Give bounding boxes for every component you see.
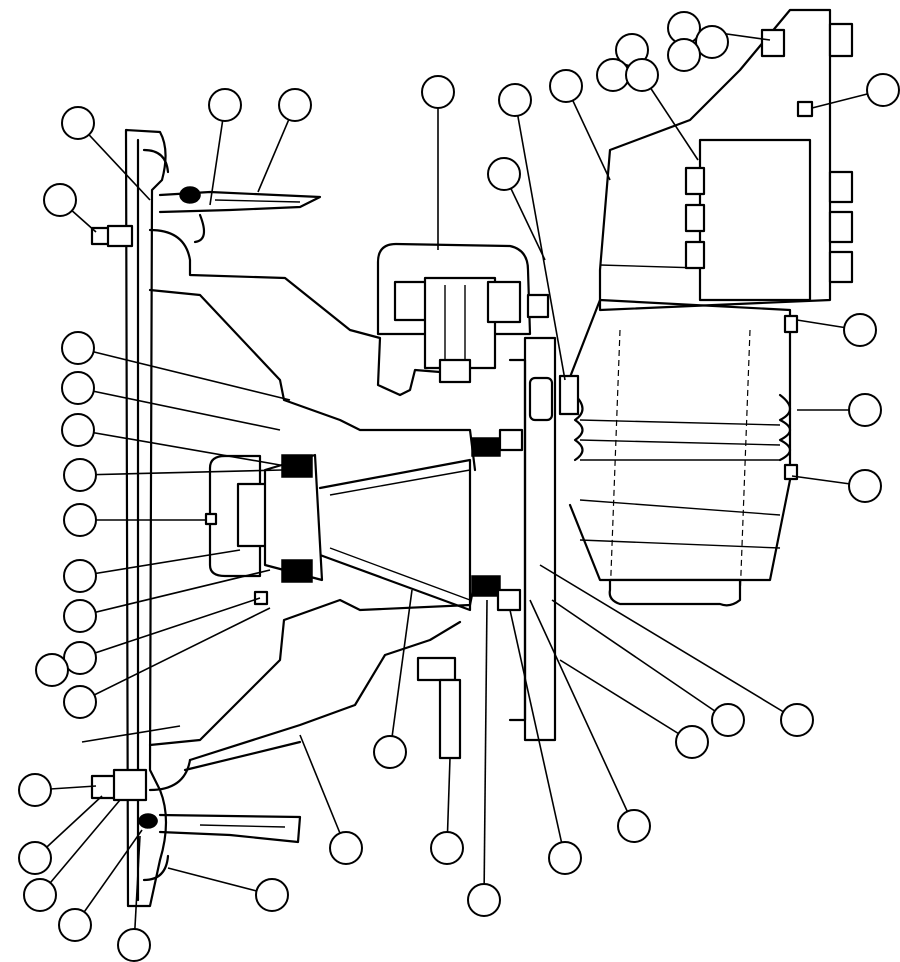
callout-circle-32: [58, 908, 92, 942]
callout-circle-36: [373, 735, 407, 769]
spindle-cone: [318, 458, 472, 612]
hub-housing: [148, 228, 477, 792]
callout-circle-7: [549, 69, 583, 103]
callout-circle-29: [18, 773, 52, 807]
callout-circle-33: [117, 928, 151, 962]
axle-housing: [598, 8, 854, 312]
callout-circle-30: [18, 841, 52, 875]
callout-circles: [18, 11, 900, 962]
callout-circle-4: [43, 183, 77, 217]
lower-brake-shield: [138, 813, 302, 844]
callout-circle-11: [667, 38, 701, 72]
brake-caliper: [376, 242, 550, 384]
callout-circle-19: [61, 331, 95, 365]
callout-circle-5: [421, 75, 455, 109]
hub-cap-and-bearing: [204, 453, 324, 606]
callout-circle-27: [35, 653, 69, 687]
callout-circle-8: [487, 157, 521, 191]
callout-circle-20: [61, 371, 95, 405]
callout-circle-40: [617, 809, 651, 843]
callout-circle-16: [843, 313, 877, 347]
callout-circle-15: [866, 73, 900, 107]
callout-circle-28: [63, 685, 97, 719]
callout-circle-42: [711, 703, 745, 737]
callout-circle-25: [63, 599, 97, 633]
callout-circle-17: [848, 393, 882, 427]
callout-circle-14: [625, 58, 659, 92]
callout-circle-10: [695, 25, 729, 59]
callout-circle-21: [61, 413, 95, 447]
lower-bracket: [416, 656, 462, 760]
callout-circle-31: [23, 878, 57, 912]
callout-circle-18: [848, 469, 882, 503]
callout-circle-41: [675, 725, 709, 759]
callout-circle-6: [498, 83, 532, 117]
callout-circle-34: [255, 878, 289, 912]
callout-circle-2: [208, 88, 242, 122]
callout-circle-13: [596, 58, 630, 92]
brake-disc: [508, 336, 557, 742]
drive-shaft-and-boot: [558, 298, 799, 607]
flange-bolts: [90, 224, 148, 802]
callout-circle-24: [63, 559, 97, 593]
outer-bearing-and-seal: [471, 428, 524, 612]
callout-circle-23: [63, 503, 97, 537]
callout-circle-37: [430, 831, 464, 865]
callout-circle-3: [278, 88, 312, 122]
upper-brake-shield: [158, 186, 322, 244]
callout-circle-38: [467, 883, 501, 917]
callout-circle-39: [548, 841, 582, 875]
callout-circle-43: [780, 703, 814, 737]
callout-circle-35: [329, 831, 363, 865]
callout-circle-1: [61, 106, 95, 140]
callout-circle-22: [63, 458, 97, 492]
